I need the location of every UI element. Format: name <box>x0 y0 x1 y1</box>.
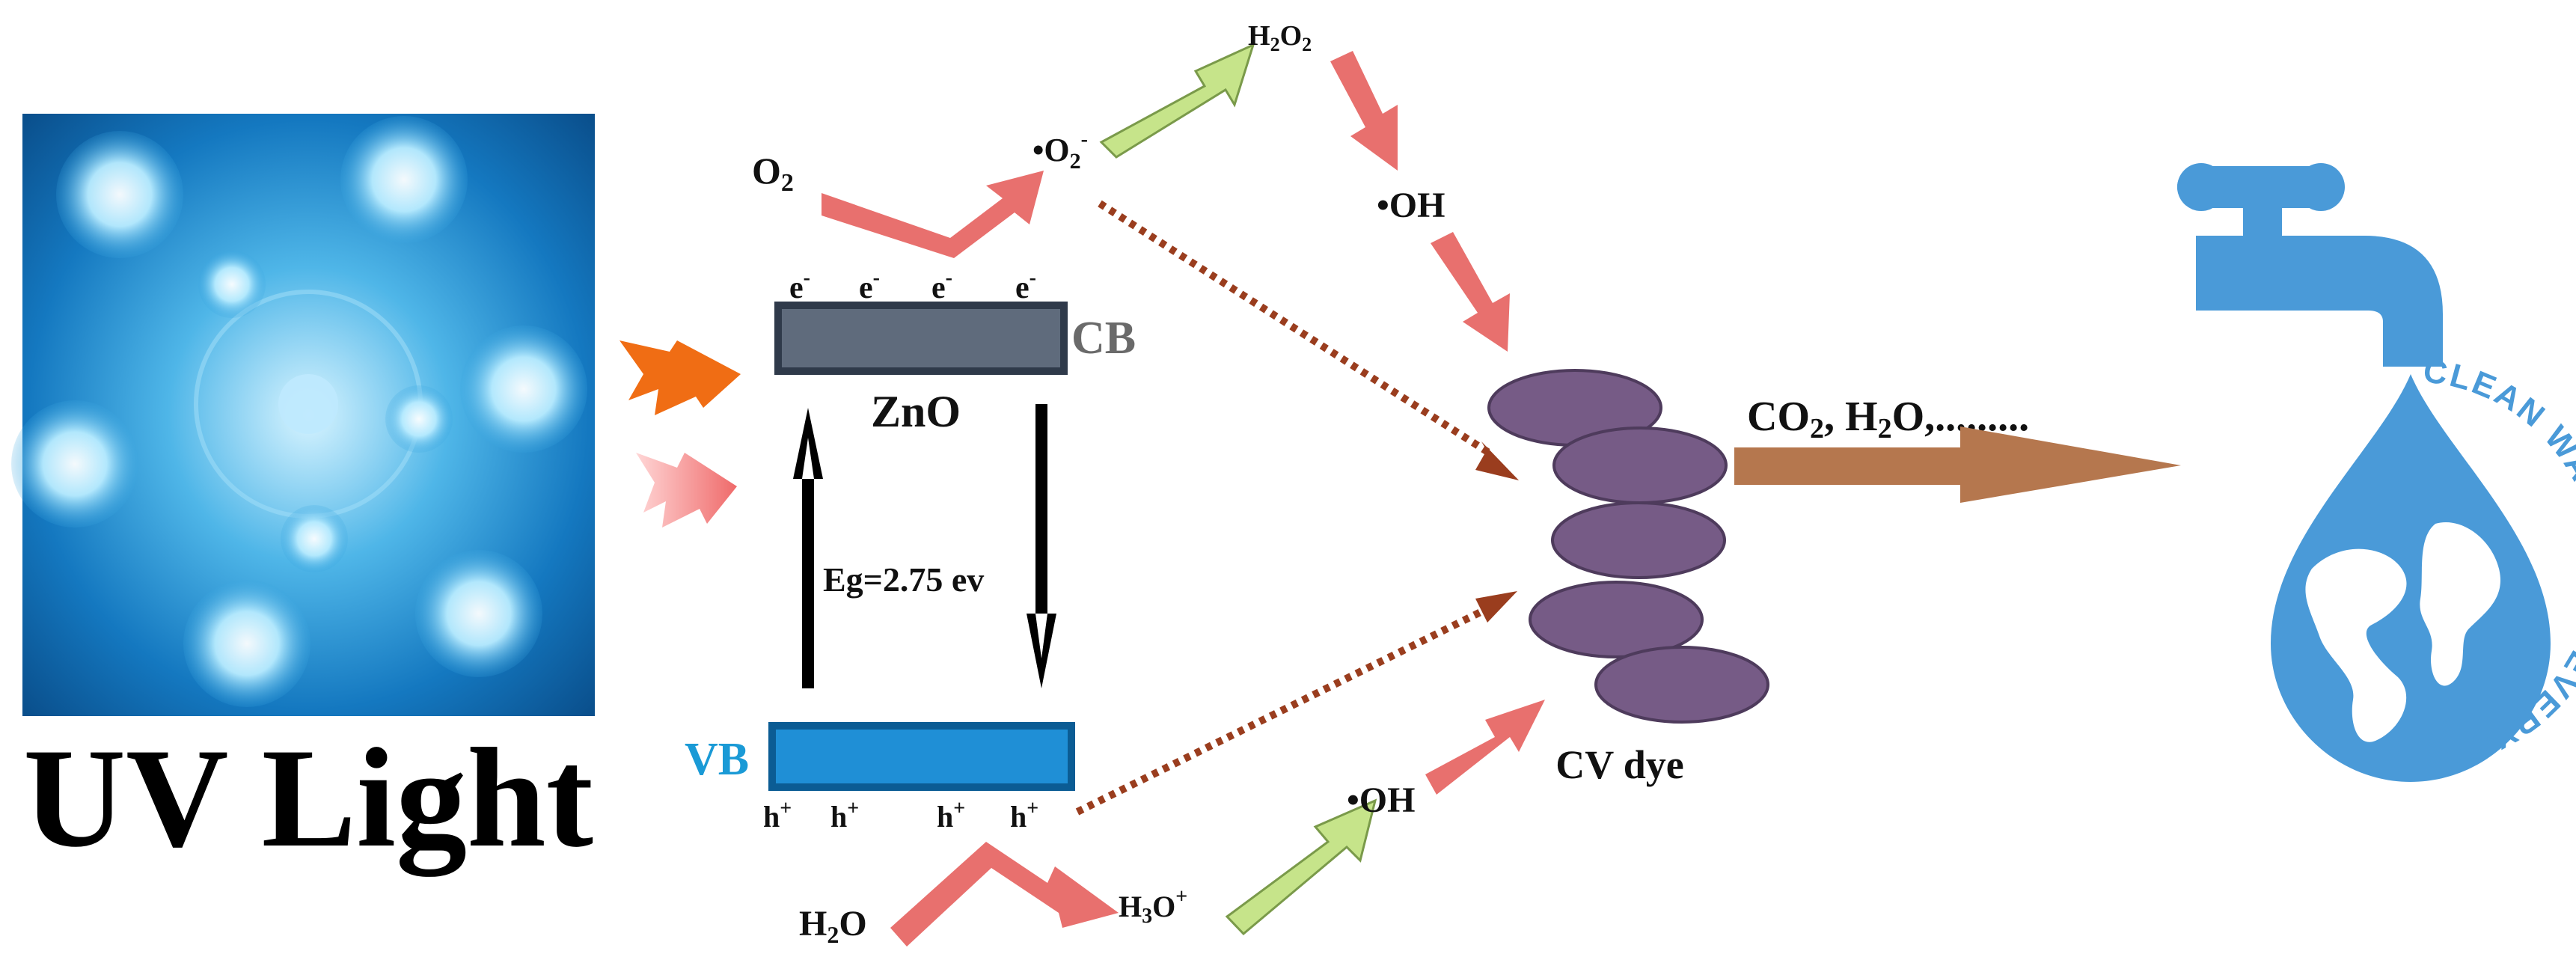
valence-band: VB h+ h+ h+ h+ <box>685 722 1075 834</box>
pink-arrow-h2o-to-h3o <box>890 842 1119 947</box>
green-arrow-superoxide-to-h2o2 <box>1099 43 1255 159</box>
vb-bar <box>768 722 1075 791</box>
dye-molecule <box>1529 581 1704 658</box>
uv-lamp <box>56 131 183 258</box>
electron: e- <box>789 266 810 305</box>
hole: h+ <box>937 797 965 834</box>
hole: h+ <box>763 797 792 834</box>
green-arrow-h3o-to-oh <box>1225 798 1377 936</box>
uv-lamp <box>183 580 310 707</box>
cb-label: CB <box>1071 313 1136 364</box>
pink-arrow-oh-to-dye-bottom <box>1425 700 1545 795</box>
uv-lamp <box>340 116 468 243</box>
dye-molecule <box>1594 646 1769 724</box>
h2o-label: H2O <box>799 904 867 948</box>
electron-labels: e- e- e- e- <box>789 266 1036 305</box>
tap-body <box>2196 236 2443 367</box>
globe-continents <box>2305 522 2500 742</box>
dye-molecule <box>1551 501 1726 579</box>
cv-dye-cluster <box>1487 369 1769 724</box>
pink-arrow-oh-to-dye <box>1431 232 1510 352</box>
hole: h+ <box>830 797 859 834</box>
lightning-flash-pink <box>636 453 737 528</box>
o2-label: O2 <box>752 150 794 197</box>
uv-lamp <box>385 385 453 453</box>
band-gap-label: Eg=2.75 ev <box>823 560 984 599</box>
cv-dye-label: CV dye <box>1555 742 1684 787</box>
electron: e- <box>859 266 880 305</box>
uv-light-title: UV Light <box>23 720 593 877</box>
electron: e- <box>1015 266 1036 305</box>
uv-lamp <box>281 505 348 572</box>
lightning-flash-orange <box>619 340 741 415</box>
uv-light-panel: UV Light <box>11 114 595 877</box>
dye-molecule <box>1552 426 1728 504</box>
conduction-band: CB e- e- e- e- ZnO <box>774 266 1136 436</box>
uv-lamp <box>11 400 138 528</box>
superoxide-label: •O2- <box>1032 128 1088 174</box>
uv-lamp <box>415 550 542 677</box>
dotted-arrow-cb-to-dye <box>1098 200 1491 456</box>
vb-label: VB <box>685 734 749 785</box>
h2o2-label: H2O2 <box>1248 20 1312 55</box>
hole-labels: h+ h+ h+ h+ <box>763 797 1038 834</box>
clean-water-icon: CLEAN WATER FOR EVERYONE <box>2177 163 2576 782</box>
uv-lamps <box>11 116 587 707</box>
dotted-arrow-vb-to-dye <box>1075 606 1487 816</box>
band-gap: Eg=2.75 ev <box>793 404 1056 688</box>
pink-arrow-h2o2-to-oh <box>1330 51 1398 171</box>
zno-label: ZnO <box>871 387 961 436</box>
uv-lamp <box>198 251 266 318</box>
pink-arrow-o2-to-superoxide <box>822 171 1044 258</box>
product-arrow <box>1734 426 2181 503</box>
h3o-label: H3O+ <box>1119 885 1187 928</box>
hole: h+ <box>1010 797 1038 834</box>
water-drop <box>2271 374 2551 782</box>
uv-lamp <box>460 325 587 453</box>
oh-top-label: •OH <box>1377 186 1445 225</box>
cb-bar <box>774 302 1068 375</box>
oh-bottom-label: •OH <box>1347 780 1415 820</box>
electron: e- <box>931 266 952 305</box>
